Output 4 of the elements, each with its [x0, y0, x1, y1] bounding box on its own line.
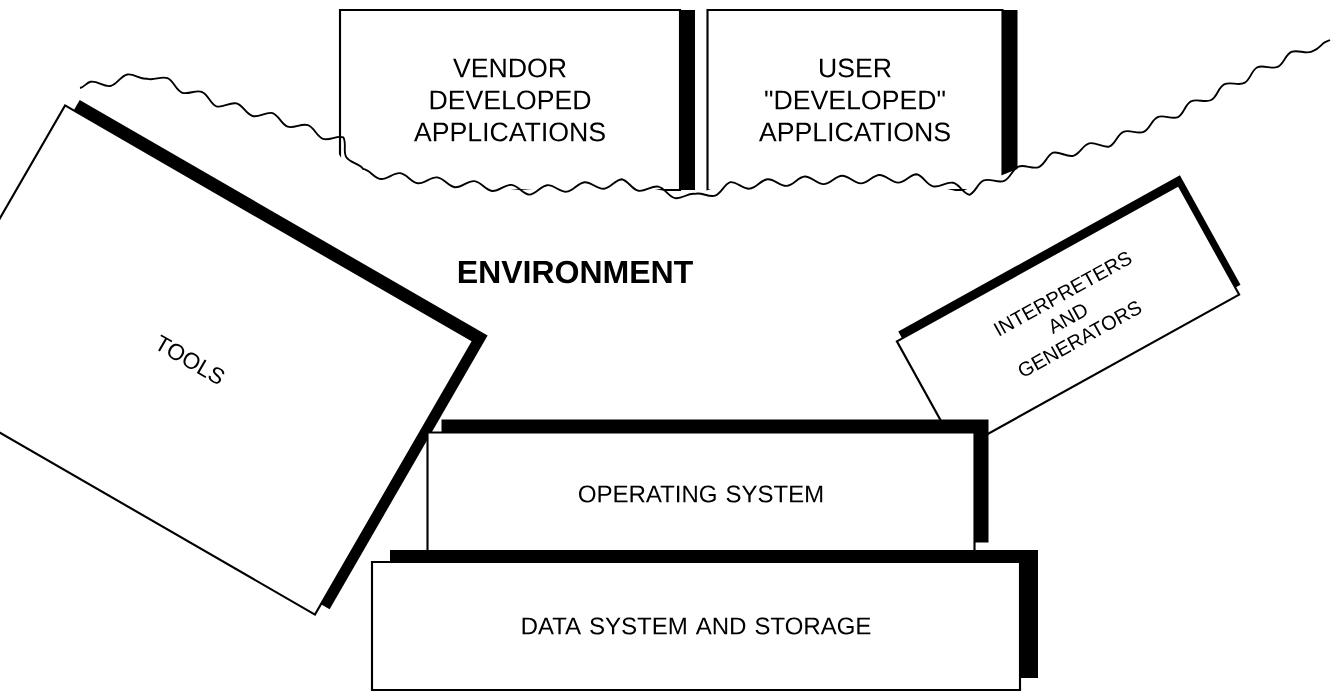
- application-box: VENDOR DEVELOPED APPLICATIONS: [338, 8, 695, 192]
- layer-box: OPERATING SYSTEM: [426, 419, 989, 557]
- application-box: USER "DEVELOPED" APPLICATIONS: [706, 8, 1018, 192]
- layer-box: DATA SYSTEM AND STORAGE: [370, 550, 1038, 692]
